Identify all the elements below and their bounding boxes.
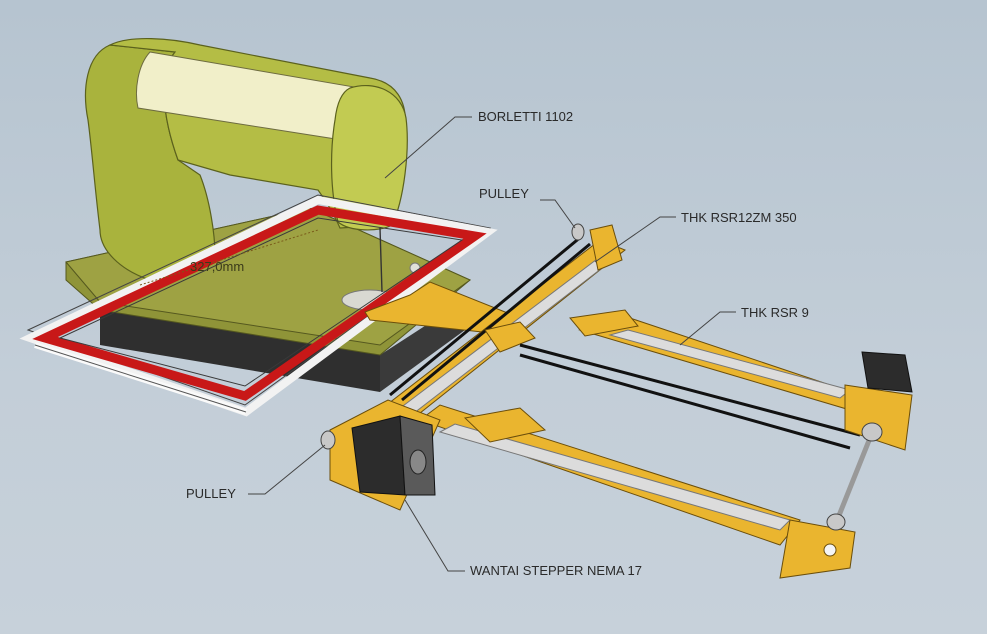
embroidery-hoop	[19, 194, 498, 417]
x-rail-back	[608, 329, 852, 399]
leader-motor	[404, 499, 465, 572]
machine-base-dark	[100, 310, 380, 392]
drive-shaft	[835, 437, 873, 519]
right-motor	[861, 351, 913, 393]
hoop-red-band	[32, 205, 487, 401]
hoop-inner	[58, 217, 464, 387]
leader-pulley-left	[248, 444, 326, 495]
machine-pillar	[84, 44, 216, 281]
label-thk-rsr12zm: THK RSR12ZM 350	[681, 210, 797, 225]
machine-needle	[379, 227, 383, 293]
leader-thk-rsr12	[594, 216, 676, 263]
y-belt-1	[389, 234, 583, 397]
label-pulley-left: PULLEY	[186, 486, 236, 501]
label-motor: WANTAI STEPPER NEMA 17	[470, 563, 642, 578]
left-motor-body	[351, 415, 406, 496]
dimension-label: 327,0mm	[190, 259, 245, 274]
x-carriage-back	[569, 309, 639, 337]
label-thk-rsr9: THK RSR 9	[741, 305, 809, 320]
left-motor-assembly	[320, 223, 585, 511]
hoop-outer	[26, 194, 492, 406]
x-belt-2	[519, 353, 851, 450]
bottom-pulley	[826, 513, 846, 531]
leader-lines	[248, 116, 736, 572]
y-axis-assembly	[379, 224, 626, 426]
x-carriage-front	[463, 407, 547, 443]
machine-head	[330, 84, 408, 231]
label-pulley-top: PULLEY	[479, 186, 529, 201]
x-bracket-right-top	[844, 384, 913, 451]
left-pulley	[320, 430, 336, 450]
x-axis-assembly	[418, 309, 913, 579]
right-pulley	[861, 422, 883, 442]
dimension-line	[139, 229, 319, 286]
x-belt-1	[519, 343, 861, 437]
y-carriage	[484, 321, 536, 353]
leader-pulley-top	[540, 199, 576, 229]
leader-borletti	[384, 116, 472, 179]
y-belt-2	[401, 242, 591, 402]
leader-thk-rsr9	[679, 311, 736, 346]
x-bracket-right-bottom	[779, 519, 856, 579]
label-borletti: BORLETTI 1102	[478, 109, 574, 124]
bracket-hole	[823, 543, 837, 557]
y-end-bracket-top	[589, 224, 623, 271]
